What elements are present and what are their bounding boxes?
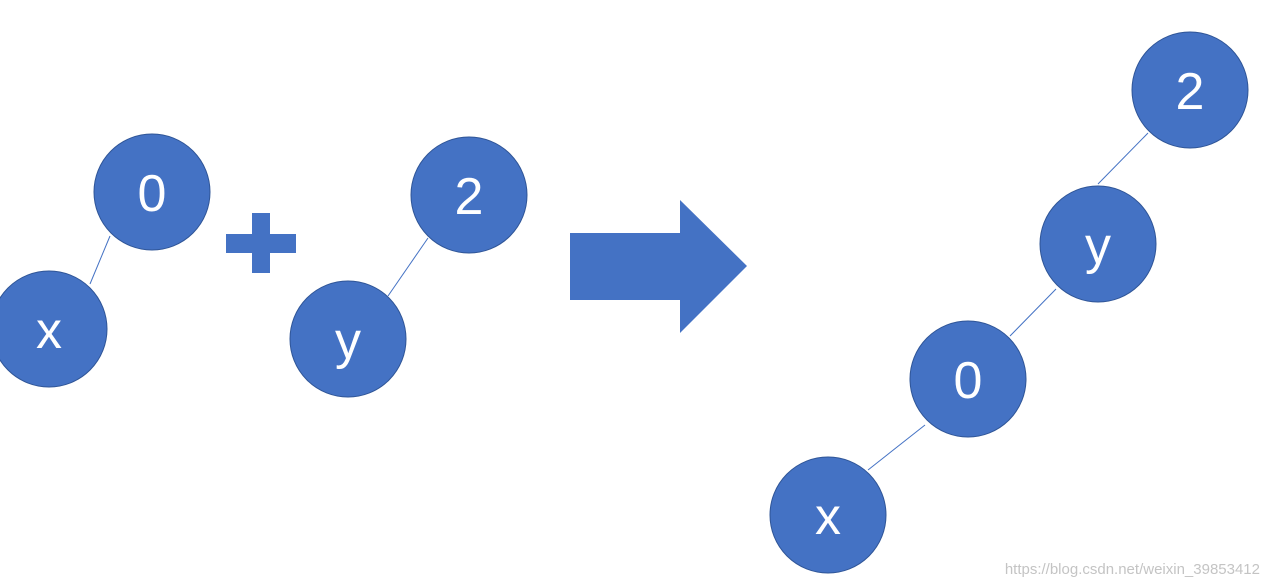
edge-2-y-result xyxy=(1097,132,1149,185)
result-level1-node: y xyxy=(1039,185,1157,303)
edge-0-x-result xyxy=(867,424,926,471)
tree-b-child-label: y xyxy=(335,312,361,370)
result-level2-label: 0 xyxy=(954,352,983,410)
result-level1-label: y xyxy=(1085,217,1111,275)
result-level3-node: x xyxy=(769,456,887,574)
right-arrow-icon xyxy=(570,200,747,333)
tree-a-child-label: x xyxy=(36,302,62,360)
tree-a-root-node: 0 xyxy=(93,133,211,251)
watermark-text: https://blog.csdn.net/weixin_39853412 xyxy=(1004,561,1260,578)
result-root-label: 2 xyxy=(1176,63,1205,121)
tree-b-root-label: 2 xyxy=(455,168,484,226)
tree-a-root-label: 0 xyxy=(138,165,167,223)
edge-y-0-result xyxy=(1009,288,1057,337)
edge-0-x xyxy=(89,235,111,285)
tree-b-child-node: y xyxy=(289,280,407,398)
plus-icon xyxy=(226,213,296,273)
edge-2-y xyxy=(387,237,429,297)
tree-a-child-node: x xyxy=(0,270,108,388)
result-root-node: 2 xyxy=(1131,31,1249,149)
tree-b-root-node: 2 xyxy=(410,136,528,254)
result-level2-node: 0 xyxy=(909,320,1027,438)
result-level3-label: x xyxy=(815,488,841,546)
